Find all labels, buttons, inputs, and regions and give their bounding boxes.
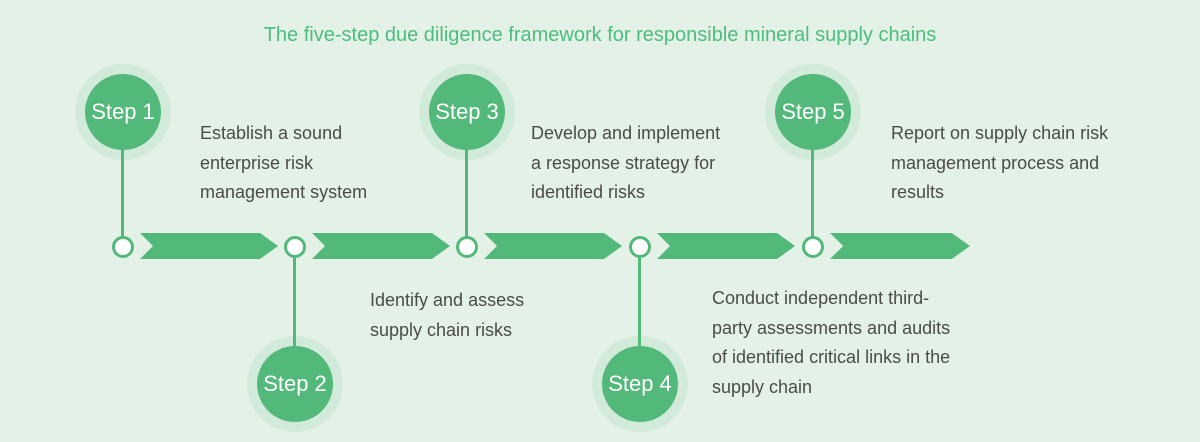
step-4-circle: Step 4 [602,346,678,422]
step-2-connector-line [293,254,296,348]
diagram-title: The five-step due diligence framework fo… [263,24,937,46]
step-2-label: Step 2 [263,371,327,396]
timeline-arrow-icon [830,233,970,259]
step-1-circle: Step 1 [85,74,161,150]
step-4-connector-line [638,254,641,348]
step-2-description: Identify and assess supply chain risks [370,290,525,340]
timeline-arrow-icon [657,233,795,259]
step-2-circle: Step 2 [257,346,333,422]
step-4-label: Step 4 [608,371,672,396]
step-2-timeline-node [284,236,306,258]
step-5-connector-line [811,148,814,240]
step-1-timeline-node [112,236,134,258]
timeline-arrow-icon [484,233,622,259]
step-3-timeline-node [456,236,478,258]
step-4-timeline-node [629,236,651,258]
timeline-arrow-icon [312,233,450,259]
step-3-description: Develop and implement a response strateg… [531,123,721,202]
step-3-label: Step 3 [435,99,499,124]
step-4-description: Conduct independent third- party assessm… [712,288,951,397]
step-5-timeline-node [802,236,824,258]
step-1-description: Establish a sound enterprise risk manage… [200,123,368,202]
step-5-description: Report on supply chain risk management p… [891,123,1109,202]
step-5-label: Step 5 [781,99,845,124]
timeline-arrow-icon [140,233,278,259]
step-3-circle: Step 3 [429,74,505,150]
step-1-connector-line [121,148,124,240]
step-3-connector-line [465,148,468,240]
step-1-label: Step 1 [91,99,155,124]
step-5-circle: Step 5 [775,74,851,150]
